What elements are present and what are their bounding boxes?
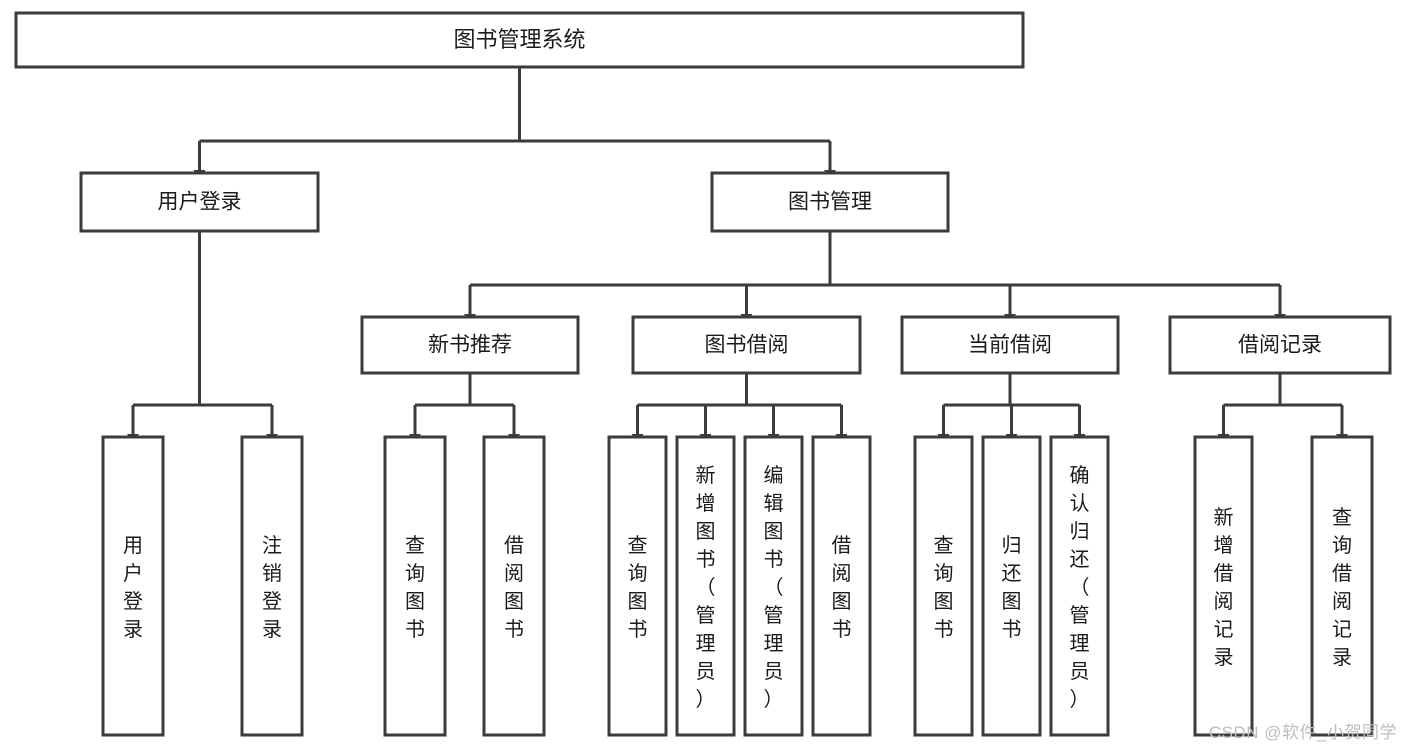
edges-layer: [133, 67, 1342, 435]
edge-group-borrow-record: [1224, 373, 1343, 435]
node-leaf-return-book[interactable]: 归还图书: [981, 435, 1042, 737]
node-leaf-logout[interactable]: 注销登录: [240, 435, 304, 737]
edge-group-user-login: [133, 231, 272, 435]
node-box-leaf-edit-book-admin: [743, 435, 804, 737]
node-label-leaf-query-borrow-record: 查询借阅记录: [1332, 506, 1352, 669]
node-label-leaf-confirm-return-admin: 确认归还（管理员）: [1070, 464, 1090, 711]
edge-group-book-borrow: [638, 373, 842, 435]
node-user-login[interactable]: 用户登录: [79, 171, 320, 233]
node-book-borrow[interactable]: 图书借阅: [631, 315, 862, 375]
node-label-leaf-edit-book-admin: 编辑图书（管理员）: [764, 464, 784, 711]
node-box-leaf-add-book-admin: [675, 435, 736, 737]
node-box-leaf-query-borrow-record: [1310, 435, 1374, 737]
node-root[interactable]: 图书管理系统: [14, 11, 1025, 69]
node-borrow-record[interactable]: 借阅记录: [1168, 315, 1392, 375]
node-label-book-borrow: 图书借阅: [705, 334, 789, 357]
node-label-current-borrow: 当前借阅: [968, 334, 1052, 357]
node-box-book-manage: [710, 171, 950, 233]
node-leaf-borrow-book-recommend[interactable]: 借阅图书: [482, 435, 546, 737]
node-label-leaf-add-book-admin: 新增图书（管理员）: [696, 464, 716, 711]
node-box-user-login: [79, 171, 320, 233]
node-box-leaf-confirm-return-admin: [1049, 435, 1110, 737]
node-current-borrow[interactable]: 当前借阅: [900, 315, 1120, 375]
node-label-borrow-record: 借阅记录: [1238, 334, 1322, 357]
node-box-leaf-query-book-current: [913, 435, 974, 737]
node-leaf-add-book-admin[interactable]: 新增图书（管理员）: [675, 435, 736, 737]
watermark-label: CSDN @软件_小贺同学: [1208, 723, 1397, 742]
node-box-leaf-query-book-recommend: [383, 435, 447, 737]
node-box-leaf-user-login: [101, 435, 165, 737]
node-leaf-query-book-borrow[interactable]: 查询图书: [607, 435, 668, 737]
node-book-manage[interactable]: 图书管理: [710, 171, 950, 233]
node-label-root: 图书管理系统: [453, 27, 585, 52]
node-box-leaf-query-book-borrow: [607, 435, 668, 737]
node-box-leaf-return-book: [981, 435, 1042, 737]
node-box-new-book-recommend: [360, 315, 580, 375]
node-box-root: [14, 11, 1025, 69]
node-leaf-query-book-recommend[interactable]: 查询图书: [383, 435, 447, 737]
node-box-book-borrow: [631, 315, 862, 375]
node-label-leaf-query-book-current: 查询图书: [934, 534, 954, 641]
node-box-leaf-logout: [240, 435, 304, 737]
node-box-leaf-borrow-book-recommend: [482, 435, 546, 737]
node-label-leaf-return-book: 归还图书: [1002, 534, 1022, 641]
node-label-user-login: 用户登录: [158, 191, 242, 214]
node-label-leaf-logout: 注销登录: [262, 534, 282, 641]
edge-group-new-book-recommend: [415, 373, 514, 435]
node-leaf-edit-book-admin[interactable]: 编辑图书（管理员）: [743, 435, 804, 737]
node-label-leaf-add-borrow-record: 新增借阅记录: [1214, 506, 1234, 669]
node-label-leaf-user-login: 用户登录: [123, 535, 143, 641]
node-leaf-add-borrow-record[interactable]: 新增借阅记录: [1193, 435, 1254, 737]
node-box-leaf-borrow-book: [811, 435, 872, 737]
node-leaf-confirm-return-admin[interactable]: 确认归还（管理员）: [1049, 435, 1110, 737]
node-leaf-user-login[interactable]: 用户登录: [101, 435, 165, 737]
edge-group-root: [200, 67, 831, 171]
node-label-book-manage: 图书管理: [788, 191, 872, 214]
node-label-leaf-borrow-book: 借阅图书: [832, 534, 852, 641]
nodes-layer: 图书管理系统用户登录图书管理新书推荐图书借阅当前借阅借阅记录用户登录注销登录查询…: [14, 11, 1392, 737]
node-label-leaf-query-book-borrow: 查询图书: [628, 534, 648, 641]
edge-group-current-borrow: [944, 373, 1080, 435]
node-new-book-recommend[interactable]: 新书推荐: [360, 315, 580, 375]
node-leaf-borrow-book[interactable]: 借阅图书: [811, 435, 872, 737]
edge-group-book-manage: [470, 231, 1280, 315]
node-leaf-query-borrow-record[interactable]: 查询借阅记录: [1310, 435, 1374, 737]
node-label-leaf-borrow-book-recommend: 借阅图书: [504, 534, 524, 641]
node-leaf-query-book-current[interactable]: 查询图书: [913, 435, 974, 737]
node-label-new-book-recommend: 新书推荐: [428, 334, 512, 357]
node-box-borrow-record: [1168, 315, 1392, 375]
node-box-current-borrow: [900, 315, 1120, 375]
node-label-leaf-query-book-recommend: 查询图书: [405, 534, 425, 641]
node-box-leaf-add-borrow-record: [1193, 435, 1254, 737]
